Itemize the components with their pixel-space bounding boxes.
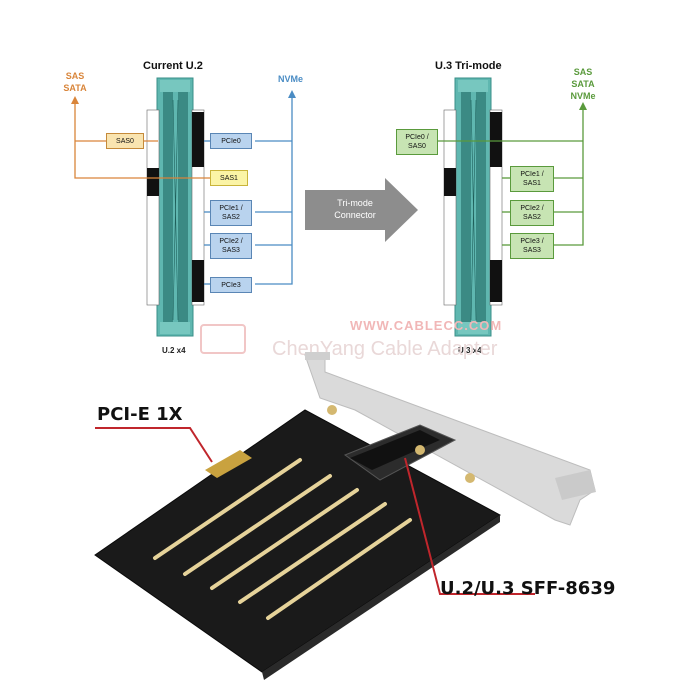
- adapter-card-photo: [94, 352, 596, 680]
- left-sata-label: SATA: [63, 83, 87, 93]
- pcb-board: [94, 405, 501, 680]
- watermark-logo: [200, 324, 246, 354]
- trimode-arrow: [305, 178, 418, 242]
- right-sas-label: SAS: [573, 67, 593, 77]
- left-sas-label: SAS: [65, 71, 85, 81]
- callout-pcie: PCI-E 1X: [97, 404, 183, 425]
- callout-connector: U.2/U.3 SFF-8639: [440, 578, 616, 599]
- box-pcie1-sas1: PCIe1 / SAS1: [510, 166, 554, 192]
- box-pcie1-sas2: PCIe1 / SAS2: [210, 200, 252, 226]
- box-pcie3: PCIe3: [210, 277, 252, 293]
- arrow-line1: Tri-mode: [337, 198, 373, 208]
- right-sata-label: SATA: [571, 79, 595, 89]
- box-pcie0: PCIe0: [210, 133, 252, 149]
- wiring-diagram: Current U.2 SAS SATA NVMe SAS0 SAS1 PCIe…: [63, 60, 596, 355]
- watermark-url: WWW.CABLECC.COM: [350, 318, 503, 333]
- box-pcie0-sas0: PCIe0 / SAS0: [396, 129, 438, 155]
- left-nvme-lines: [204, 90, 296, 285]
- right-nvme-label: NVMe: [570, 91, 596, 101]
- box-sas1: SAS1: [210, 170, 248, 186]
- box-pcie2-sas2: PCIe2 / SAS2: [510, 200, 554, 226]
- left-nvme-label: NVMe: [278, 74, 304, 84]
- box-pcie2-sas3: PCIe2 / SAS3: [210, 233, 252, 259]
- right-caption: U.3 x4: [458, 346, 482, 355]
- right-trimode-lines: [435, 102, 587, 246]
- box-pcie3-sas3: PCIe3 / SAS3: [510, 233, 554, 259]
- box-sas0: SAS0: [106, 133, 144, 149]
- arrow-line2: Connector: [334, 210, 376, 220]
- left-title: Current U.2: [143, 60, 203, 72]
- right-connector: [443, 77, 503, 337]
- left-connector: [146, 77, 205, 337]
- left-caption: U.2 x4: [162, 346, 186, 355]
- right-title: U.3 Tri-mode: [435, 60, 502, 72]
- diagram-drawing: [71, 77, 587, 337]
